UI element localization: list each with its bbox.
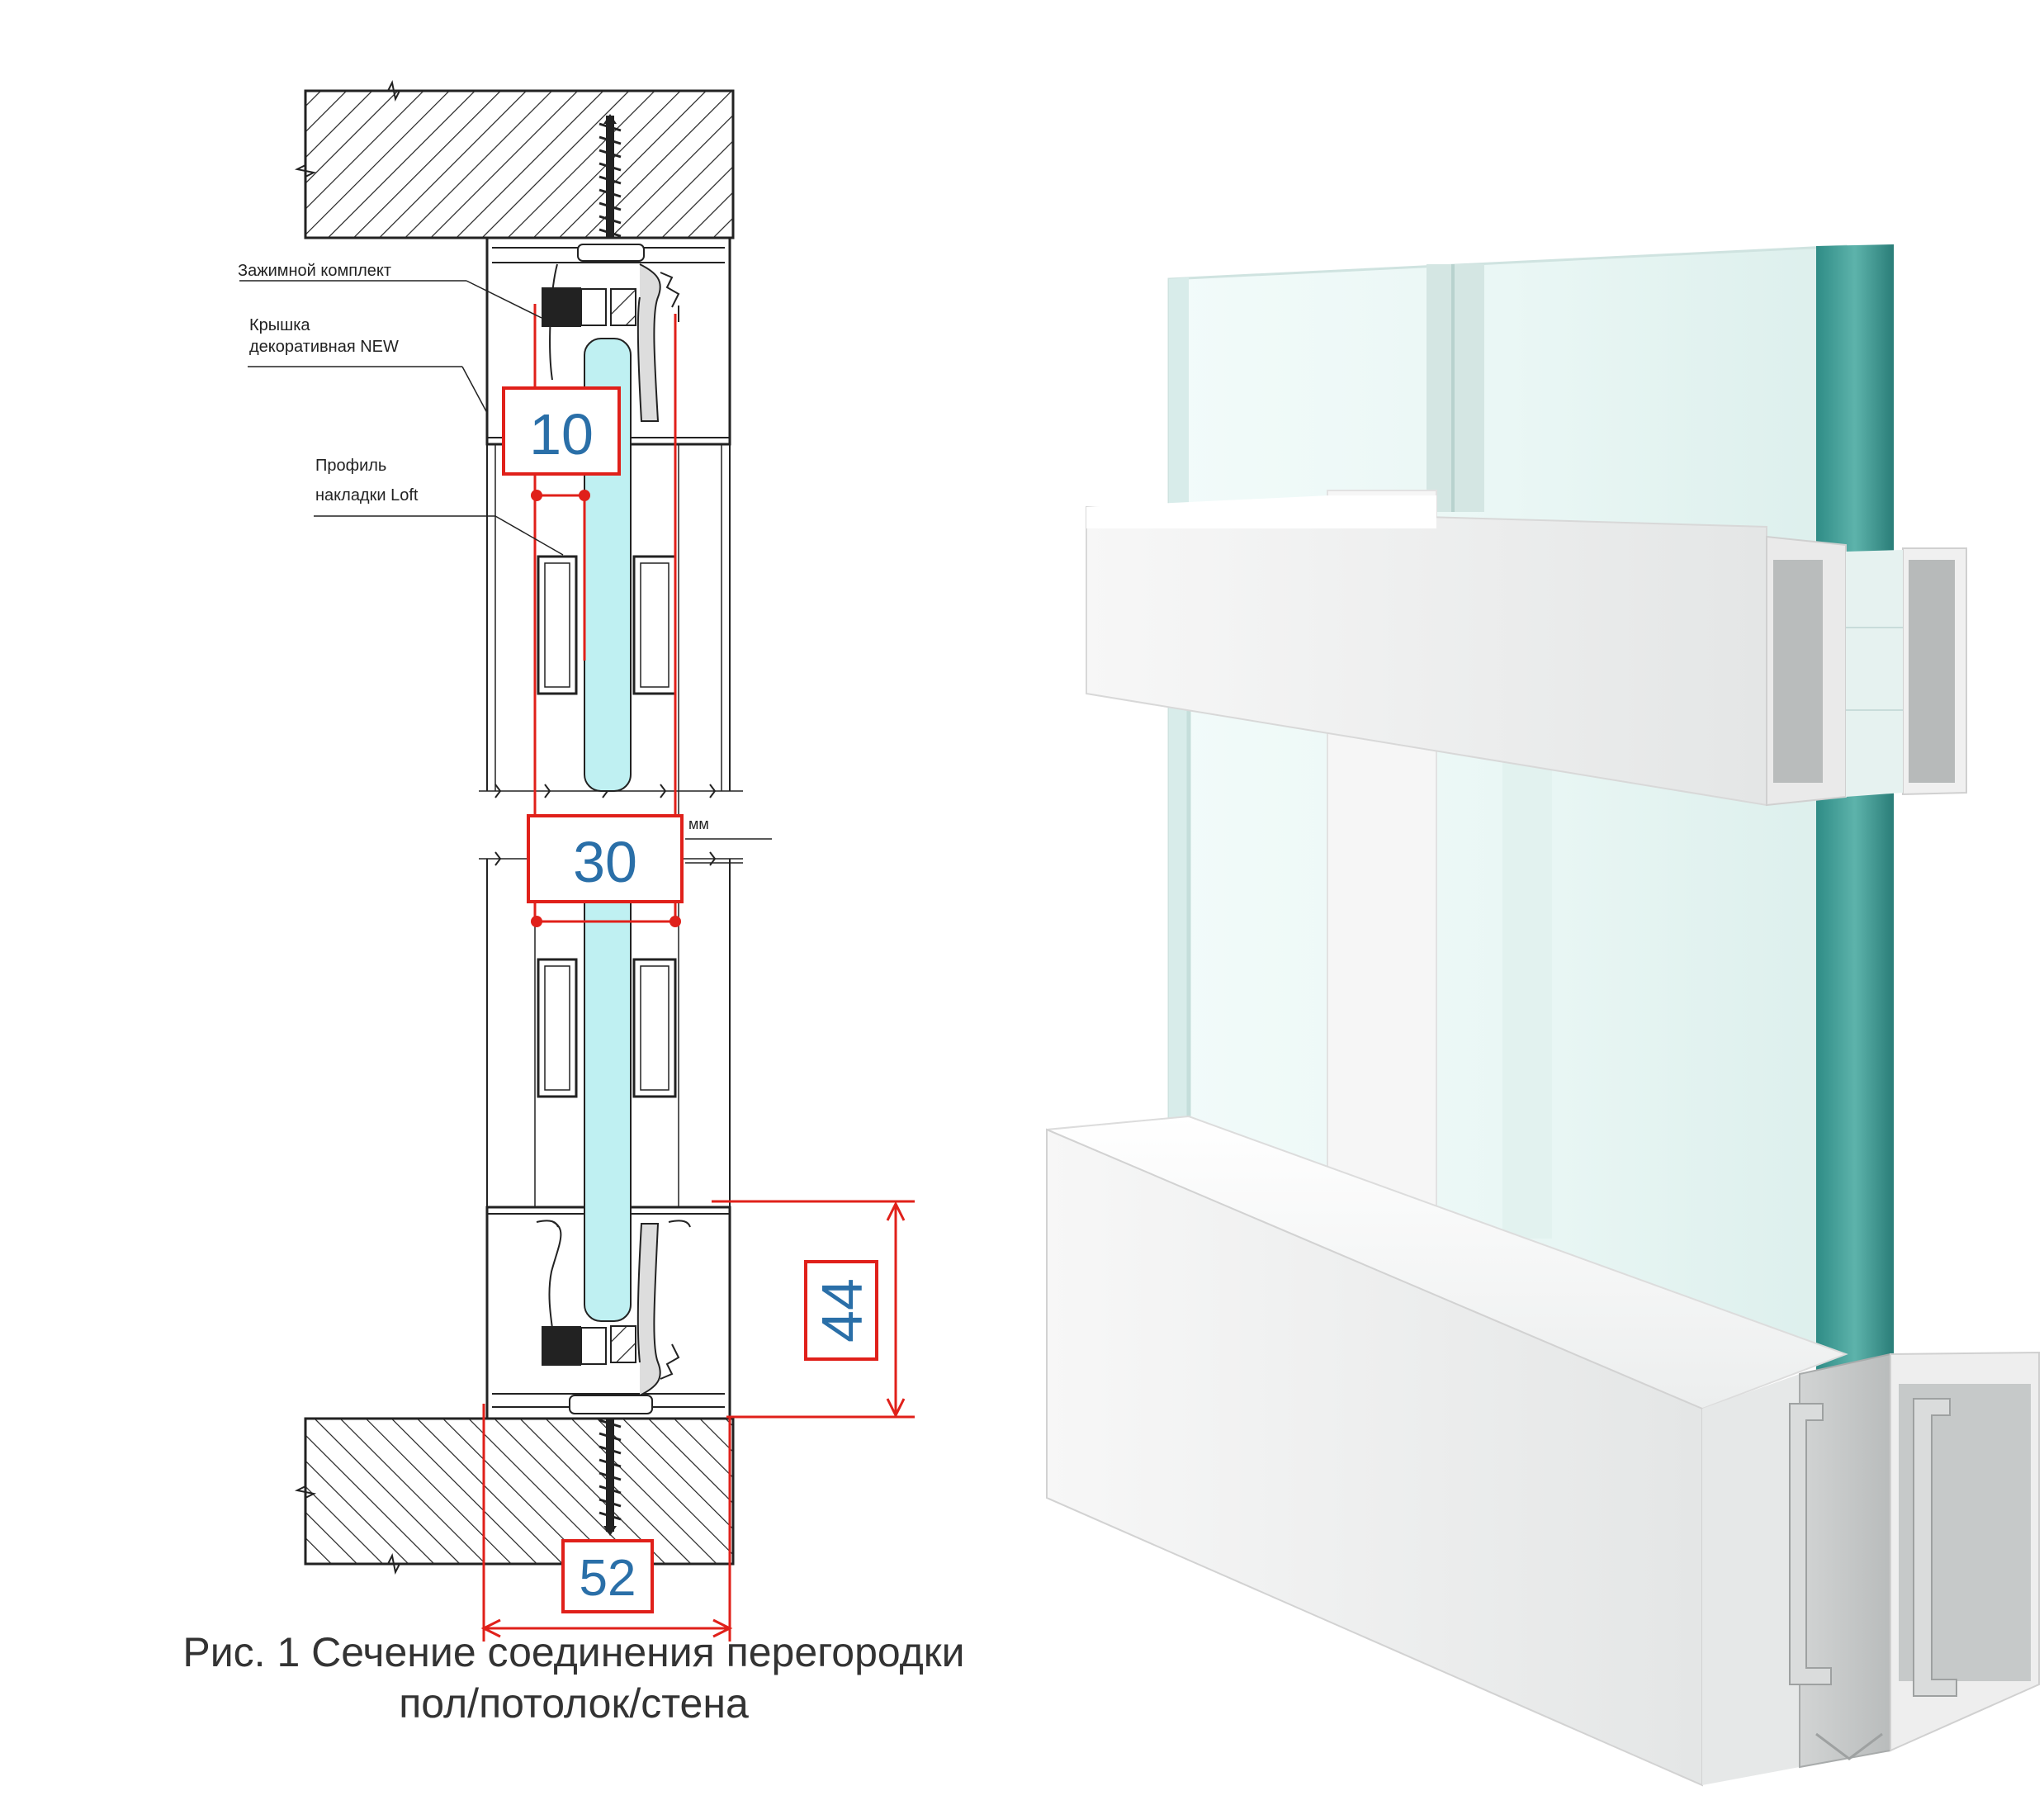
dim-value-10: 10 — [529, 402, 594, 467]
floor-slab — [294, 1417, 735, 1575]
label-mm: мм — [688, 816, 709, 832]
leader-lines — [239, 280, 564, 556]
top-screw — [599, 114, 622, 256]
label-cover-line2: декоративная NEW — [249, 338, 399, 356]
label-profile-line1: Профиль — [315, 457, 386, 475]
horizontal-transom — [1086, 495, 1967, 807]
render-3d — [1046, 244, 2040, 1787]
dim-box-10: 10 — [502, 386, 621, 476]
label-cover-line1: Крышка — [249, 316, 310, 334]
dim-box-30: 30 — [527, 814, 684, 903]
dim-value-52: 52 — [580, 1550, 636, 1607]
ceiling-slab — [294, 79, 735, 239]
dim-box-44: 44 — [804, 1260, 878, 1361]
label-profile-line2: накладки Loft — [315, 486, 419, 505]
bottom-screw — [599, 1404, 622, 1536]
dim-value-30: 30 — [573, 830, 637, 894]
section-drawing: Зажимной комплект Крышка декоративная NE… — [182, 79, 965, 1727]
dim-value-44: 44 — [810, 1278, 874, 1343]
dim-box-52: 52 — [561, 1539, 654, 1613]
label-clamp-kit: Зажимной комплект — [238, 262, 391, 280]
bottom-frame-render — [1046, 1115, 2040, 1787]
mm-marker: мм — [685, 816, 772, 864]
caption-line2: пол/потолок/стена — [399, 1680, 749, 1727]
caption-line1: Рис. 1 Сечение соединения перегородки — [182, 1629, 964, 1675]
loft-overlays — [537, 555, 677, 1098]
